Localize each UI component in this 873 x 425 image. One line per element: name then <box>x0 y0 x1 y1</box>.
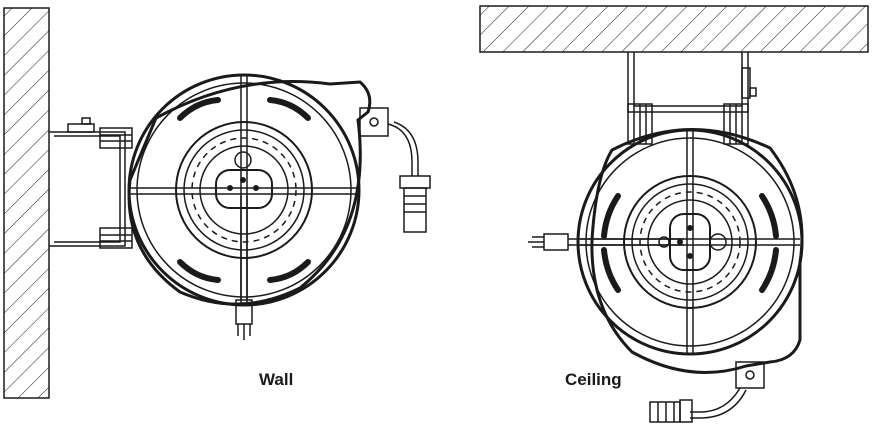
ceiling-socket-outlet <box>649 361 765 423</box>
wall-socket-outlet <box>359 107 431 233</box>
wall-label: Wall <box>259 370 294 389</box>
ceiling-mount-illustration <box>479 5 869 423</box>
ceiling-surface <box>479 5 869 53</box>
ceiling-label: Ceiling <box>565 370 622 389</box>
ceiling-reel-housing <box>576 128 804 374</box>
wall-mount-illustration <box>3 7 431 399</box>
wall-bracket <box>49 117 133 249</box>
wall-surface <box>3 7 50 399</box>
wall-reel-housing <box>127 73 372 307</box>
wall-cable-plug <box>235 196 253 340</box>
ceiling-cable-plug <box>528 233 684 251</box>
